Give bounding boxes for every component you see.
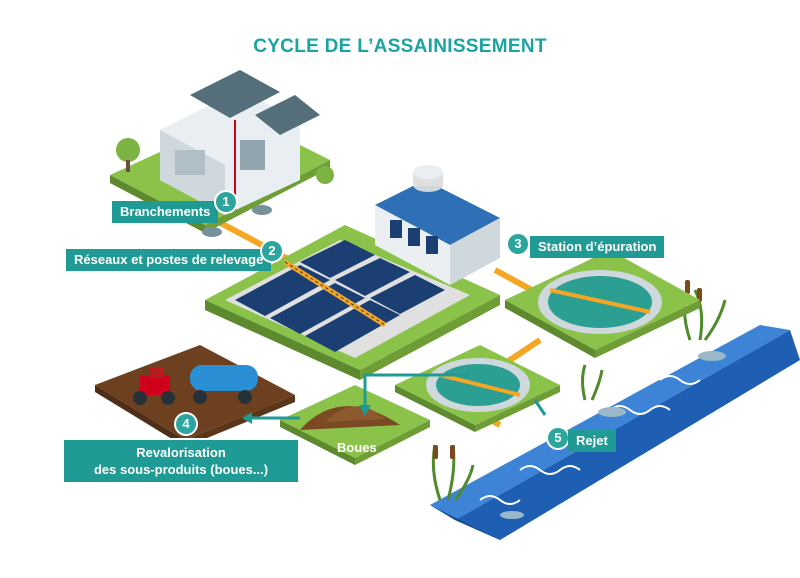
step-2-label: Réseaux et postes de relevage — [66, 249, 272, 271]
reed-heads-illustration — [433, 280, 702, 459]
step-3-badge: 3 — [508, 234, 528, 254]
step-4-label-line-2: des sous-produits (boues...) — [93, 462, 269, 477]
second-clarifier-illustration — [395, 345, 560, 432]
step-4-label-line-1: Revalorisation — [136, 445, 226, 460]
field-tractor-illustration — [95, 345, 295, 447]
sludge-illustration — [280, 385, 430, 465]
step-4-badge: 4 — [176, 414, 196, 434]
step-2-badge: 2 — [262, 241, 282, 261]
flow-arrows — [242, 373, 547, 424]
step-5-badge: 5 — [548, 428, 568, 448]
boues-label: Boues — [337, 440, 377, 455]
step-4-label: Revalorisation des sous-produits (boues.… — [64, 438, 298, 482]
river-illustration — [430, 325, 800, 540]
clarifier-illustration — [505, 250, 700, 358]
station-building-illustration — [375, 165, 500, 285]
reeds-illustration — [431, 284, 727, 501]
step-5-label: Rejet — [568, 430, 616, 452]
basins-illustration — [205, 225, 500, 380]
step-3-label: Station d’épuration — [530, 236, 665, 258]
step-1-label: Branchements — [112, 201, 219, 223]
step-1-badge: 1 — [216, 192, 236, 212]
diagram-title: CYCLE DE L’ASSAINISSEMENT — [253, 36, 547, 57]
